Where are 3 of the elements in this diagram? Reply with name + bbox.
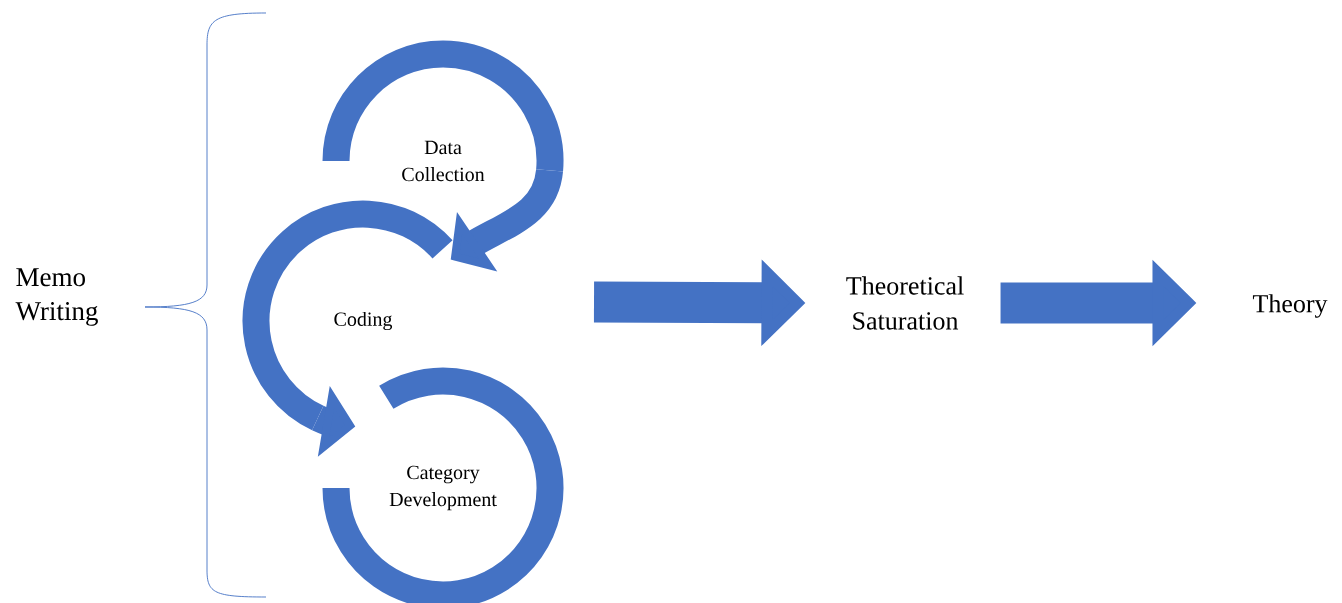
side-label: Memo Writing xyxy=(15,268,98,326)
step-label: Theory xyxy=(1252,294,1328,318)
step-label: Theoretical Saturation xyxy=(846,276,964,330)
